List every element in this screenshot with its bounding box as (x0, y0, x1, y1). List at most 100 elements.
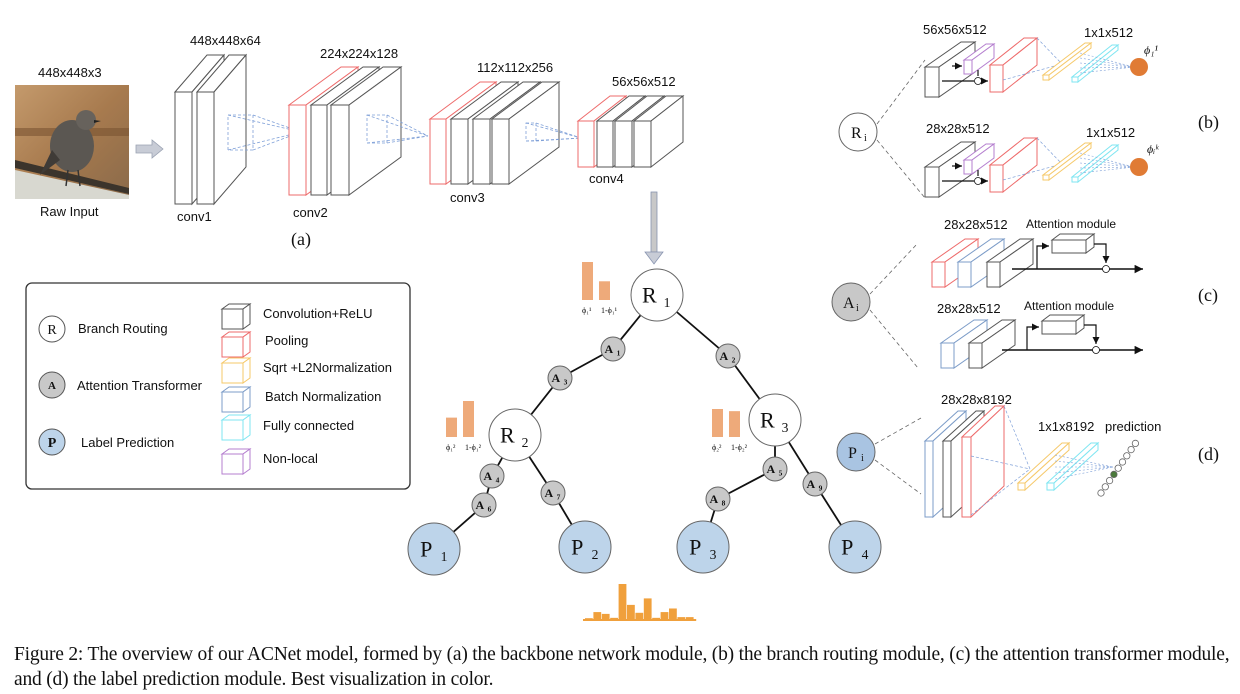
legend-label-prediction: Label Prediction (81, 435, 174, 450)
routing-output-node (1130, 58, 1148, 76)
legend-cube-batch-normalization (220, 386, 252, 413)
connection (1054, 460, 1114, 468)
label-prediction-panel: P i 28x28x8192 1x1x8192 prediction (d) (836, 392, 1219, 519)
prediction-node-label: P (420, 537, 432, 562)
connection (1079, 57, 1135, 68)
input-label: Raw Input (40, 204, 99, 219)
attention-node-label: A (719, 349, 728, 363)
figure-caption: Figure 2: The overview of our ACNet mode… (14, 644, 1230, 690)
prediction-neuron (1114, 464, 1122, 472)
histogram-bar (593, 612, 602, 620)
prob-bar-label-0: ϕ₁² (446, 443, 456, 452)
prediction-neuron (1123, 452, 1131, 460)
svg-text:A: A (48, 380, 56, 392)
prediction-fc-dims: 1x1x8192 (1038, 419, 1094, 434)
prediction-selected-neuron (1110, 470, 1118, 478)
connection (1054, 454, 1114, 468)
attention-node-label: A (544, 486, 553, 500)
attention-node-subscript: 9 (819, 484, 823, 493)
prob-bar-0 (712, 409, 723, 437)
sqrt-l2-layer (1041, 141, 1093, 182)
prediction-node-subscript: 3 (710, 547, 717, 562)
branch-routing-panel: R i 56x56x512 1x1x512 28x28x512 1x1x512 … (838, 22, 1219, 199)
legend-label-conv: Convolution+ReLU (263, 306, 372, 321)
input-dims: 448x448x3 (38, 65, 102, 80)
routing-row-2 (923, 136, 1148, 198)
connection (1003, 405, 1031, 470)
routing-node-subscript: 2 (522, 435, 529, 450)
prediction-neuron (1127, 445, 1135, 454)
stage-name-conv1: conv1 (177, 209, 212, 224)
attention-module-box (1040, 314, 1086, 335)
attention-transformer-panel: A i 28x28x512 Attention module 28x28x512… (831, 217, 1218, 369)
attention-node-label: A (551, 371, 560, 385)
svg-text:R: R (47, 323, 57, 338)
sum-node (974, 177, 982, 185)
nonlocal-layer (962, 43, 996, 75)
histogram-bar (669, 608, 677, 620)
routing-node-label: R (500, 423, 515, 448)
prediction-neuron (1097, 489, 1105, 497)
attention-node-subscript: 3 (564, 378, 568, 387)
connection (1079, 62, 1135, 68)
prediction-node-subscript: 1 (441, 549, 448, 564)
multiply-node (1102, 265, 1110, 273)
connection (1002, 63, 1063, 81)
histogram-bar (660, 612, 669, 620)
histogram-bar (635, 612, 644, 620)
attention-node-subscript: 8 (722, 499, 726, 508)
pool-layer (988, 136, 1039, 194)
histogram-bar (685, 617, 694, 620)
histogram-bar (643, 598, 652, 620)
legend-cube-convolution-relu (220, 303, 252, 330)
legend-cube-fully-connected (220, 414, 252, 441)
legend-node-attention: A Attention Transformer (38, 371, 203, 399)
prob-bar-label-1: 1-ϕ₂² (731, 443, 748, 452)
attention-branch-arrow (1036, 242, 1049, 269)
prediction-detail-node: P i (836, 432, 876, 472)
histogram-bar (652, 617, 660, 620)
connection (1079, 66, 1135, 74)
prediction-neuron (1118, 458, 1127, 466)
histogram-bar (585, 618, 593, 620)
legend-cube-sqrt-l2normalization (220, 357, 252, 384)
legend-cube-non-local (220, 448, 252, 475)
attention-branch-arrow (1026, 323, 1039, 350)
stage-dims-conv3: 112x112x256 (477, 60, 553, 75)
attention-node-subscript: 6 (488, 505, 492, 514)
prob-bar-0 (582, 262, 593, 300)
connection (1079, 157, 1135, 168)
prediction-node-label: P (571, 535, 583, 560)
conv4-layer (632, 94, 685, 169)
connection (1036, 137, 1063, 165)
backbone-panel: 448x448x3 Raw Input 448x448x64 224x224x1… (15, 33, 685, 265)
routing-node-subscript: 3 (782, 420, 789, 435)
attention-row2-dims: 28x28x512 (937, 301, 1001, 316)
arrow-input-to-conv1 (135, 139, 164, 159)
connection (1002, 163, 1063, 181)
conv2-layer (329, 66, 403, 196)
legend-label-routing: Branch Routing (78, 321, 168, 336)
legend: R Branch Routing A Attention Transformer… (25, 282, 411, 490)
prediction-node-subscript: 2 (592, 547, 599, 562)
routing-output-node (1130, 158, 1148, 176)
attention-node-subscript: 5 (779, 469, 783, 478)
prob-bar-1 (463, 401, 474, 437)
attention-node-label: A (766, 462, 775, 476)
pool-layer (960, 404, 1006, 519)
attention-node-label: A (475, 498, 484, 512)
fc-layer (1070, 43, 1120, 84)
panel-label-c: (c) (1198, 285, 1218, 306)
prob-bar-label-0: ϕ₁¹ (582, 306, 592, 315)
attention-node-label: A (483, 469, 492, 483)
histogram-bar (601, 613, 610, 620)
